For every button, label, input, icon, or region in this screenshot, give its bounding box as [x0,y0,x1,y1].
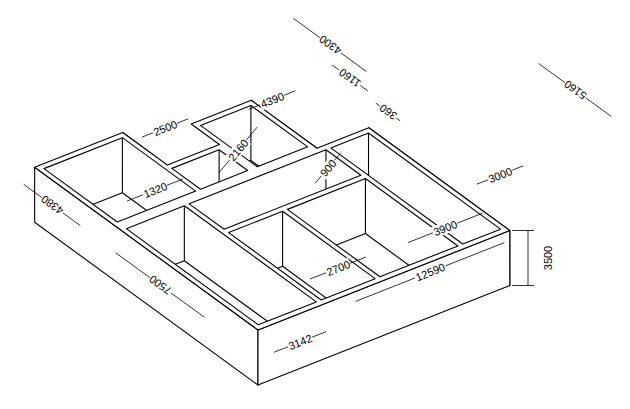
dimension-label: 900 [317,156,339,179]
dimension-label: 4380 [38,192,66,217]
dimension-label: 7500 [146,272,174,297]
dimension-label: 12590 [413,260,448,283]
dimension-label: 5160 [561,77,589,102]
dimension-label: 2700 [323,257,352,278]
dimension-label: 3142 [285,331,314,352]
dimension-label: 3500 [542,245,554,271]
dimension-lines [24,19,612,353]
dimension-label: 2500 [150,117,179,138]
dimension-label: 4300 [316,32,344,57]
dimension-label: 3000 [485,164,514,185]
building-walls [0,68,559,385]
dimension-label: 360 [376,101,400,123]
dimension-label: 4390 [257,89,286,110]
dimension-label: 1320 [140,179,169,200]
dimension-label: 3900 [430,217,459,238]
dimension-label: 2160 [225,136,251,164]
dimension-label: 1160 [336,66,364,91]
